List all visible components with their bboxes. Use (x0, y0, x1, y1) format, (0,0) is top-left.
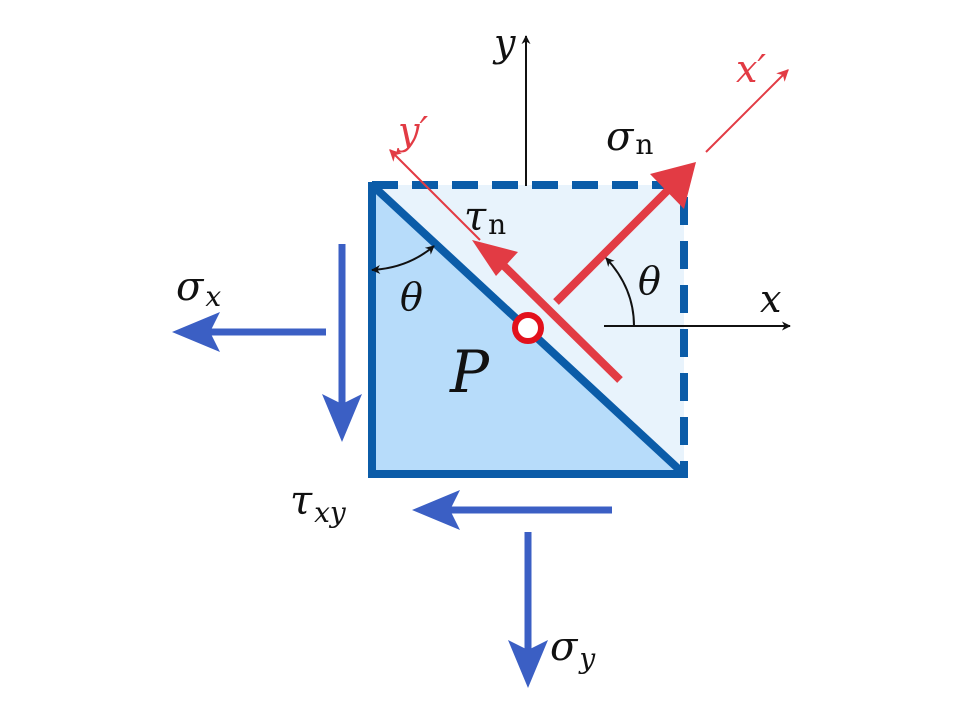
sigma-y-arrowhead (508, 640, 548, 688)
x-axis-label: x (760, 277, 781, 321)
sigma-y-label: σy (550, 624, 596, 675)
tau-n-arrowhead (472, 240, 518, 276)
tau-xy-horizontal-arrowhead (412, 490, 460, 530)
y-prime-axis (389, 149, 481, 241)
tau-xy-label: τxy (290, 478, 347, 529)
tau-n-arrow-shaft (497, 259, 623, 383)
theta-left-label: θ (400, 275, 423, 319)
y-prime-label: y′ (396, 109, 428, 153)
sigma-x-arrowhead (172, 312, 220, 352)
tau-xy-vertical-arrowhead (322, 394, 362, 442)
x-prime-label: x′ (736, 47, 766, 91)
point-p-label: P (449, 338, 490, 406)
theta-arc-right (605, 257, 635, 327)
sigma-n-arrow-shaft (553, 183, 675, 305)
tau-n-label: τn (464, 194, 506, 241)
sigma-n-arrowhead (650, 162, 696, 209)
point-p-marker (512, 312, 544, 344)
sigma-n-label: σn (606, 114, 653, 161)
y-axis-label: y (492, 21, 516, 65)
sigma-x-label: σx (176, 264, 221, 313)
x-prime-axis (705, 69, 789, 153)
theta-arc-left (371, 245, 435, 275)
theta-right-label: θ (638, 259, 661, 303)
